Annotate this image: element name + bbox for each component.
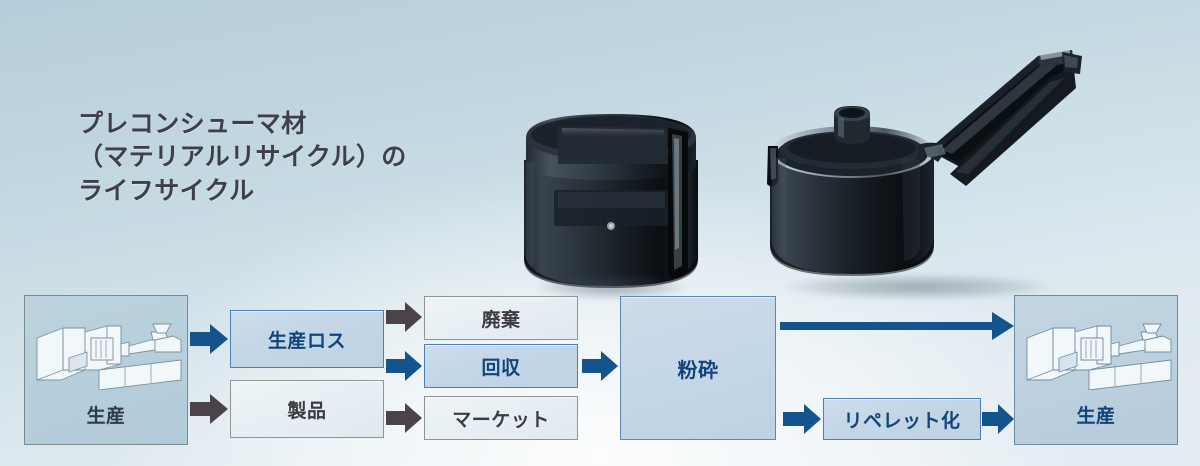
diagram-node-production-left[interactable]: 生産 [24,295,188,445]
arrow-production-left-to-product [190,394,228,424]
node-label-production-right: 生産 [1076,406,1116,427]
node-label-market: マーケット [452,409,550,431]
photo-shadow-2 [781,274,1053,300]
node-label-repelletizing: リペレット化 [843,410,961,432]
diagram-node-production-right[interactable]: 生産 [1014,295,1178,445]
diagram-node-crushing[interactable]: 粉砕 [620,296,776,440]
diagram-node-repelletizing[interactable]: リペレット化 [823,398,981,440]
diagram-node-market[interactable]: マーケット [424,396,578,440]
injection-molding-machine-icon [36,323,182,390]
node-label-disposal: 廃棄 [481,309,521,331]
injection-molding-machine-icon-2 [1026,323,1172,390]
node-label-product: 製品 [287,400,327,422]
arrow-repelletizing-to-production-right [982,404,1014,434]
node-label-production-loss: 生産ロス [267,330,346,352]
node-label-crushing: 粉砕 [677,359,719,382]
diagram-node-production-loss[interactable]: 生産ロス [230,310,384,368]
diagram-node-product[interactable]: 製品 [230,380,384,438]
diagram-node-disposal[interactable]: 廃棄 [424,296,578,340]
arrow-production-loss-to-disposal [386,302,422,332]
arrow-crushing-to-production-right [780,312,1014,340]
arrow-crushing-to-repelletizing [783,404,821,434]
arrow-product-to-market [386,403,422,433]
diagram-node-collection[interactable]: 回収 [424,344,578,388]
node-label-production-left: 生産 [86,406,126,427]
photo-shadow [534,274,688,300]
product-photo-container-open [752,22,1082,300]
page-title: プレコンシューマ材 （マテリアルリサイクル）の ライフサイクル [78,110,407,205]
arrow-production-left-to-production-loss [190,324,228,354]
node-label-collection: 回収 [481,357,521,379]
container-open-icon [767,50,1082,276]
product-photo-container-closed [518,98,704,300]
arrow-production-loss-to-collection [386,351,422,381]
container-closed-icon [524,114,698,288]
arrow-collection-to-crushing [582,351,618,381]
